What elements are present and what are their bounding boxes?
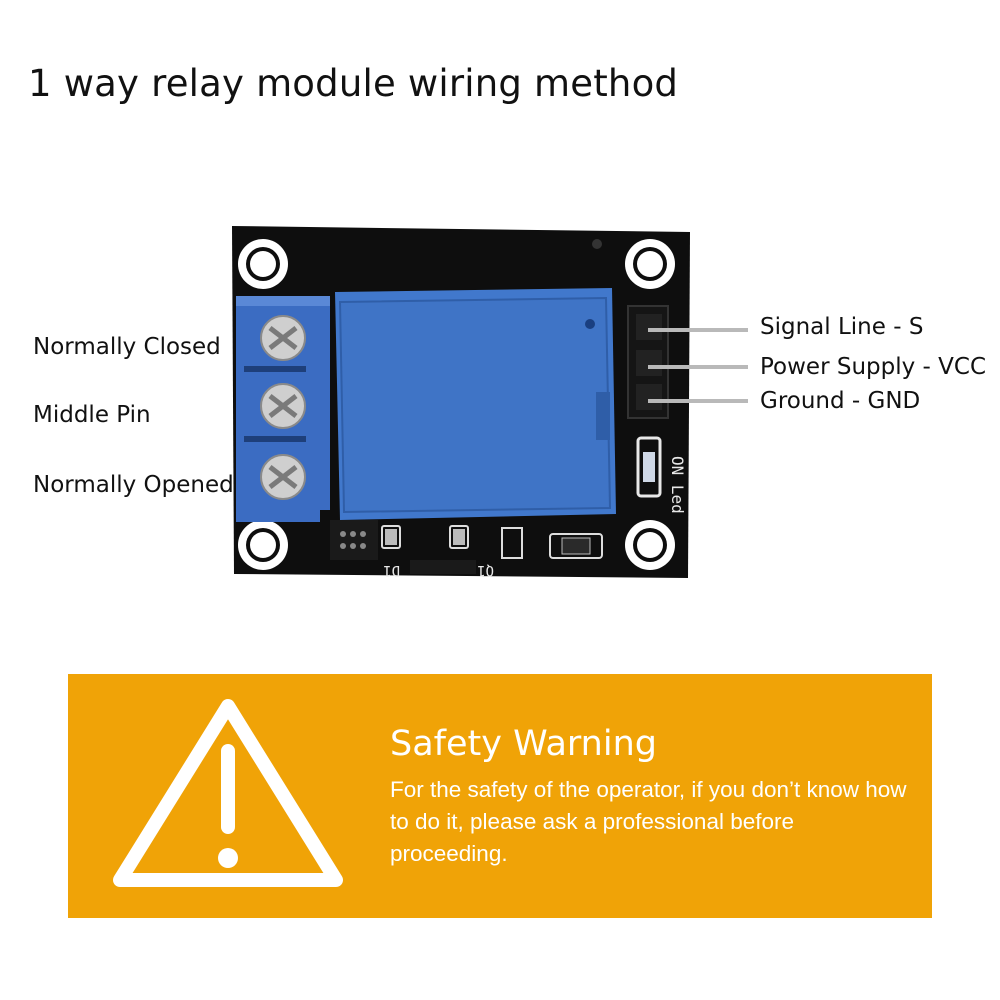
mounting-hole-bottom-right bbox=[625, 520, 675, 570]
label-normally-opened: Normally Opened bbox=[33, 472, 234, 498]
q1-label: Q1 bbox=[477, 562, 494, 578]
screw-middle bbox=[260, 383, 306, 429]
d1-label: D1 bbox=[383, 562, 400, 578]
led-label: ON Led bbox=[668, 456, 687, 514]
label-signal-line: Signal Line - S bbox=[760, 314, 924, 340]
diode-d1 bbox=[381, 525, 401, 549]
on-led bbox=[636, 436, 662, 498]
transistor-q1 bbox=[501, 527, 523, 559]
label-ground: Ground - GND bbox=[760, 388, 921, 414]
warning-title: Safety Warning bbox=[390, 724, 657, 764]
screw-bottom bbox=[260, 454, 306, 500]
label-power-supply: Power Supply - VCC bbox=[760, 354, 987, 380]
smd-resistor bbox=[549, 533, 603, 559]
mounting-hole-top-right bbox=[625, 239, 675, 289]
label-normally-closed: Normally Closed bbox=[33, 334, 221, 360]
relay-module-illustration: ON Led D1 Q1 bbox=[232, 226, 748, 578]
warning-text: For the safety of the operator, if you d… bbox=[390, 777, 907, 866]
mounting-hole-top-left bbox=[238, 239, 288, 289]
mounting-hole-bottom-left bbox=[238, 520, 288, 570]
screw-top bbox=[260, 315, 306, 361]
label-middle-pin: Middle Pin bbox=[33, 402, 151, 428]
page-title: 1 way relay module wiring method bbox=[28, 62, 679, 105]
